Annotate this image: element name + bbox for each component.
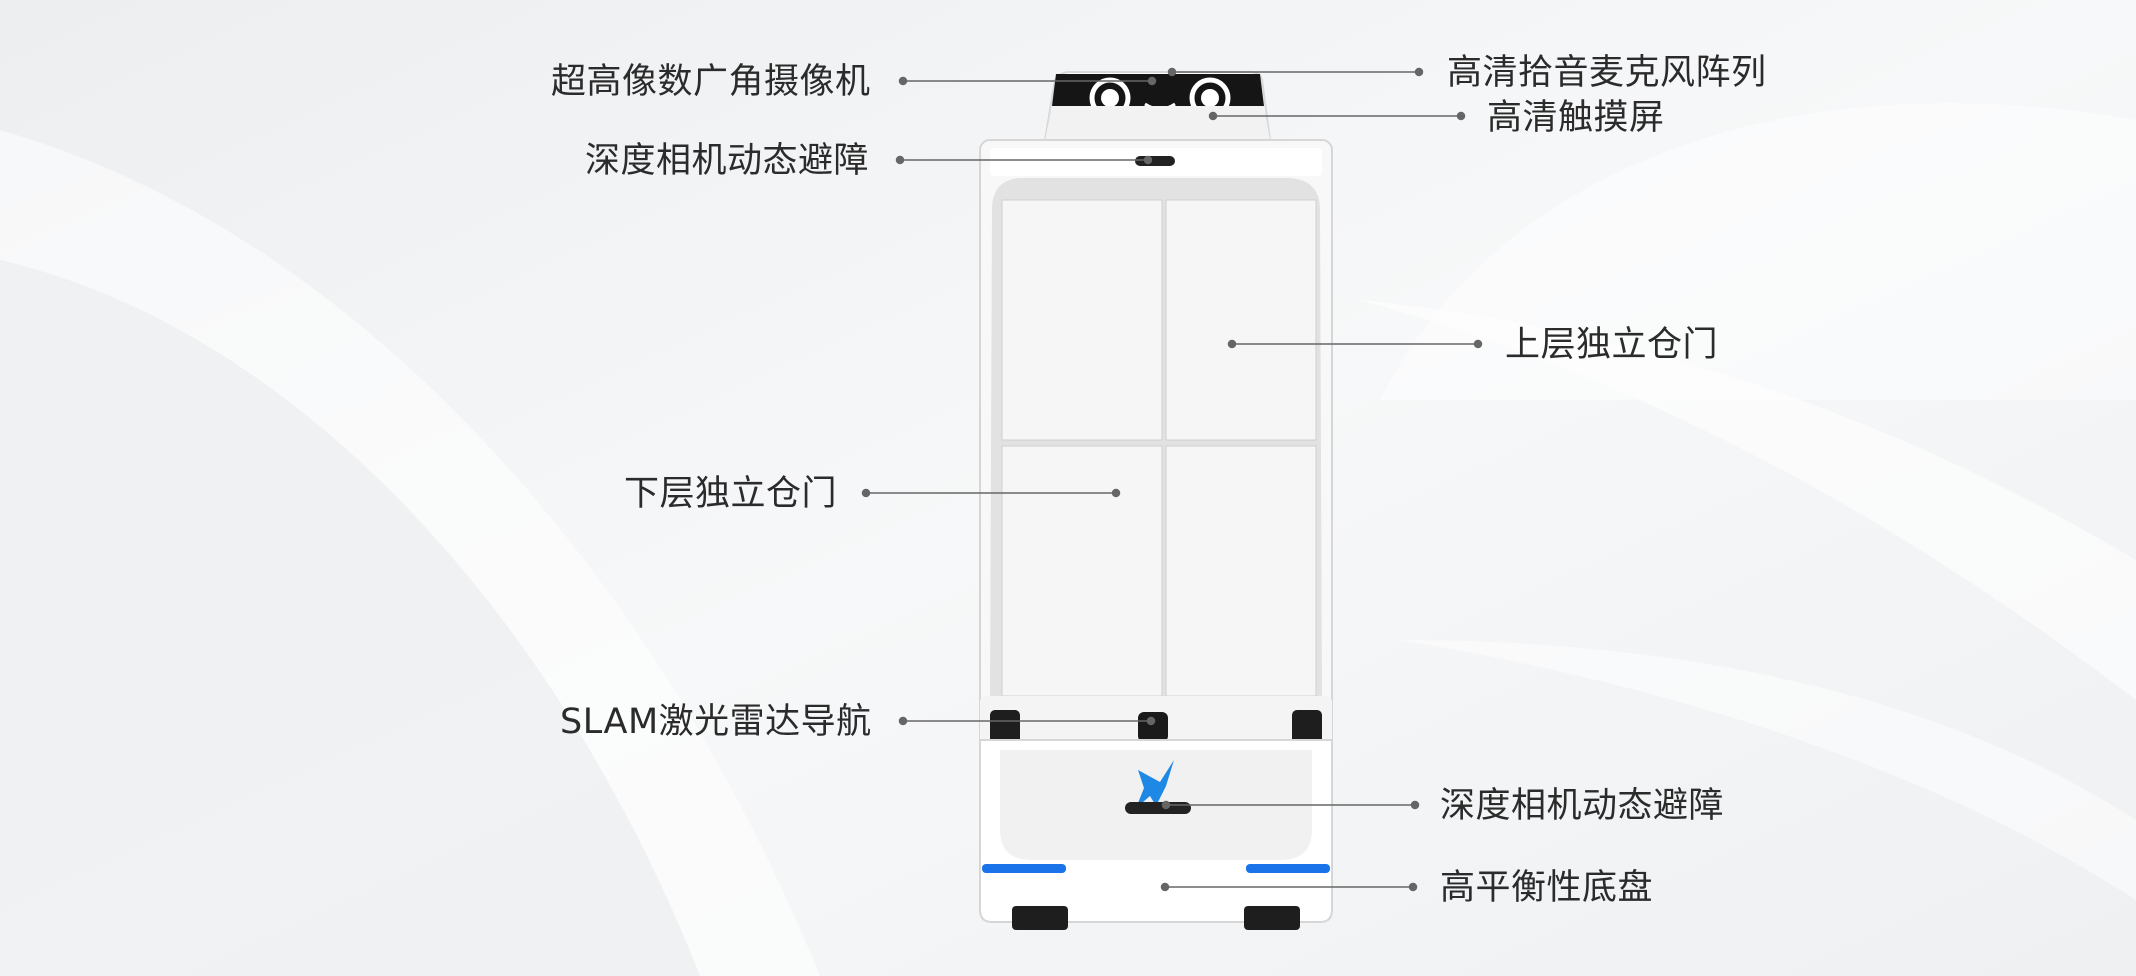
- label-chassis: 高平衡性底盘: [1440, 868, 1654, 908]
- right-wheel: [1244, 906, 1300, 930]
- left-light-strip: [982, 864, 1066, 873]
- upper-right-door: [1165, 199, 1317, 441]
- lidar-area: [990, 710, 1322, 748]
- label-depth-camera-top: 深度相机动态避障: [585, 141, 870, 181]
- left-wheel: [1012, 906, 1068, 930]
- robot-chassis: [979, 739, 1333, 930]
- lower-right-door: [1165, 445, 1317, 697]
- label-upper-door: 上层独立仓门: [1505, 325, 1719, 365]
- label-camera: 超高像数广角摄像机: [551, 62, 871, 102]
- pegasus-logo-icon: [1136, 760, 1174, 808]
- label-mic-array: 高清拾音麦克风阵列: [1447, 53, 1767, 93]
- label-touch-screen: 高清触摸屏: [1487, 98, 1665, 138]
- lidar-sensor-icon: [1138, 712, 1168, 742]
- label-depth-camera-bottom: 深度相机动态避障: [1440, 786, 1725, 826]
- upper-left-door: [1001, 199, 1163, 441]
- robot-body: [979, 139, 1333, 761]
- label-slam-lidar: SLAM激光雷达导航: [560, 702, 872, 742]
- label-lower-door: 下层独立仓门: [624, 474, 838, 514]
- right-light-strip: [1246, 864, 1330, 873]
- lower-left-door: [1001, 445, 1163, 697]
- delivery-robot-illustration: [979, 71, 1333, 930]
